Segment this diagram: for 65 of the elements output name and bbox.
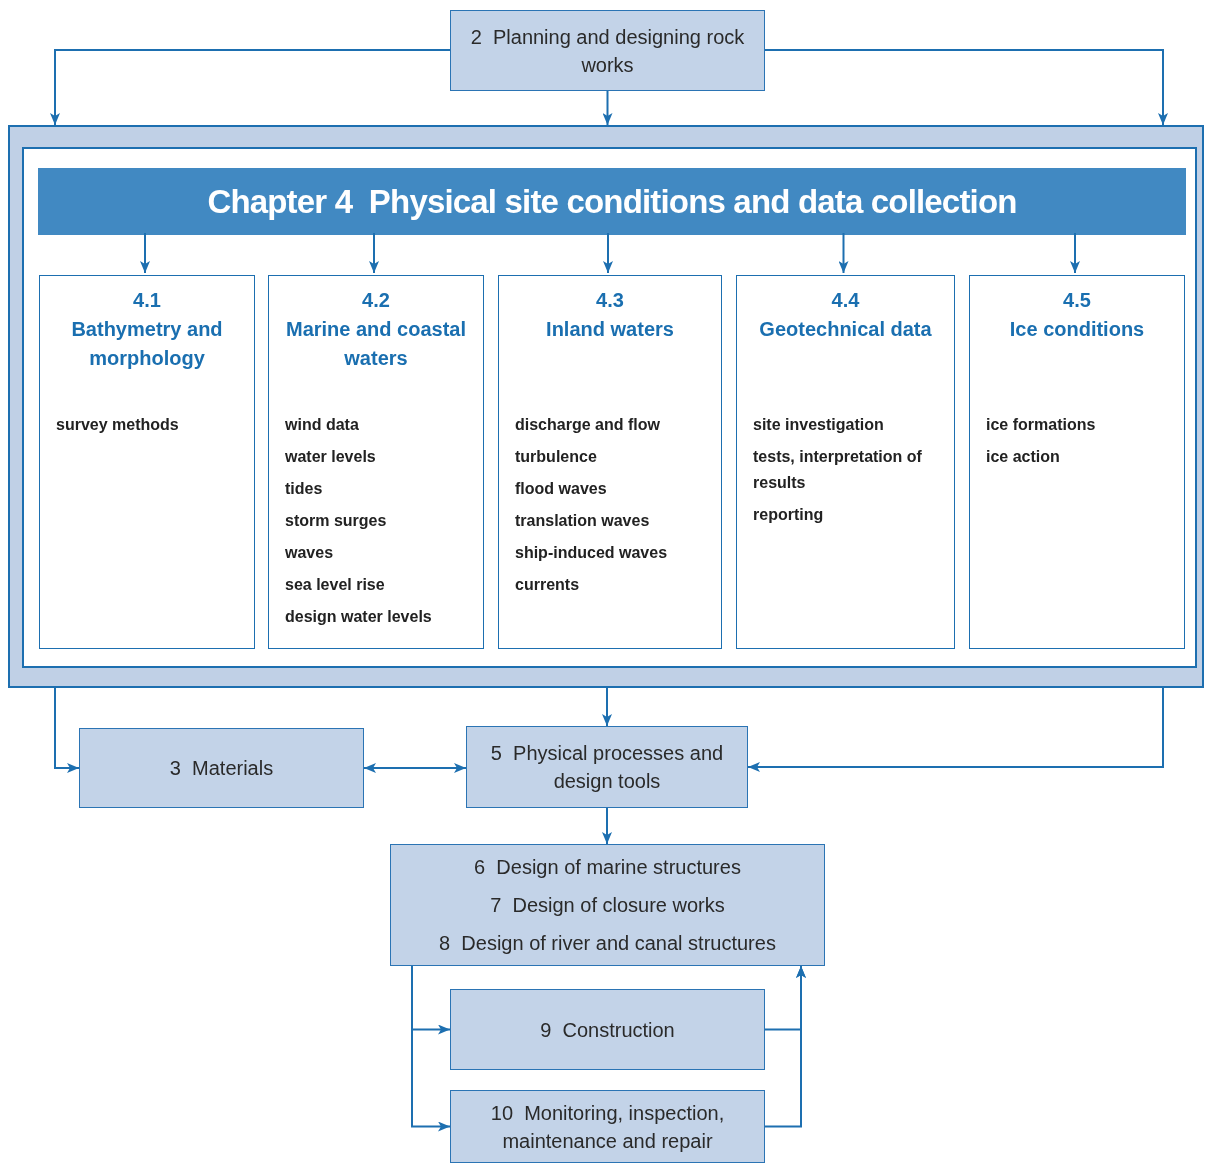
arrow — [838, 232, 849, 274]
chapter-text: 2 Planning and designing rock works — [469, 24, 746, 78]
arrow — [363, 763, 467, 773]
section-title: Bathymetry and morphology — [70, 317, 224, 371]
topic-item: discharge and flow — [515, 415, 661, 435]
topic-item: ice formations — [986, 415, 1097, 435]
topic-item: translation waves — [515, 511, 651, 531]
chapter-text: 3 Materials — [169, 756, 274, 781]
section-box — [736, 275, 955, 649]
section-number: 4.2 — [362, 288, 390, 313]
arrow — [54, 687, 80, 773]
arrow — [602, 687, 612, 727]
chapter-text: 6 Design of marine structures — [474, 855, 741, 880]
topic-item: ice action — [986, 447, 1061, 467]
chapter-text: 8 Design of river and canal structures — [439, 931, 776, 956]
topic-item: tides — [285, 479, 324, 499]
chapter-box — [466, 726, 748, 808]
chapter-box — [79, 728, 364, 808]
section-box — [268, 275, 484, 649]
arrow — [747, 687, 1164, 772]
topic-item: wind data — [285, 415, 360, 435]
topic-item: ship-induced waves — [515, 543, 669, 563]
arrow — [764, 49, 1168, 126]
section-number: 4.1 — [133, 288, 161, 313]
section-box — [39, 275, 255, 649]
topic-item: site investigation — [753, 415, 885, 435]
section-title: Ice conditions — [1009, 317, 1145, 342]
topic-item: storm surges — [285, 511, 388, 531]
arrow — [602, 90, 613, 126]
chapter-header — [38, 168, 1186, 235]
section-box — [498, 275, 722, 649]
arrow — [50, 49, 451, 126]
topic-item: reporting — [753, 505, 825, 525]
topic-item: waves — [285, 543, 335, 563]
arrow — [603, 232, 613, 274]
chapter-box — [450, 1090, 765, 1163]
topic-item: currents — [515, 575, 581, 595]
section-title: Marine and coastal waters — [285, 317, 467, 371]
header-text: Chapter 4 Physical site conditions and data collection — [207, 181, 1017, 222]
section-number: 4.4 — [831, 288, 860, 313]
arrow — [140, 232, 150, 274]
section-number: 4.5 — [1063, 288, 1091, 313]
arrow — [1070, 232, 1080, 274]
topic-item: sea level rise — [285, 575, 386, 595]
outer-frame — [8, 125, 1204, 688]
topic-item: water levels — [285, 447, 377, 467]
chapter-box — [390, 844, 825, 966]
arrow — [602, 807, 612, 845]
topic-item: flood waves — [515, 479, 608, 499]
section-box — [969, 275, 1185, 649]
chapter-text: 7 Design of closure works — [490, 893, 725, 918]
chapter-text: 5 Physical processes and design tools — [489, 741, 725, 794]
chapter-box — [450, 989, 765, 1070]
chapter-box — [450, 10, 765, 91]
chapter-text: 10 Monitoring, inspection, maintenance and repair — [489, 1100, 726, 1154]
topic-item: survey methods — [56, 415, 180, 435]
topic-item: design water levels — [285, 607, 433, 627]
arrow — [369, 232, 379, 274]
topic-item: turbulence — [515, 447, 598, 467]
section-title: Geotechnical data — [759, 317, 932, 342]
arrow — [411, 965, 451, 1132]
chapter-text: 9 Construction — [540, 1017, 675, 1043]
arrow — [764, 965, 806, 1128]
section-title: Inland waters — [546, 317, 674, 342]
section-number: 4.3 — [596, 288, 624, 313]
